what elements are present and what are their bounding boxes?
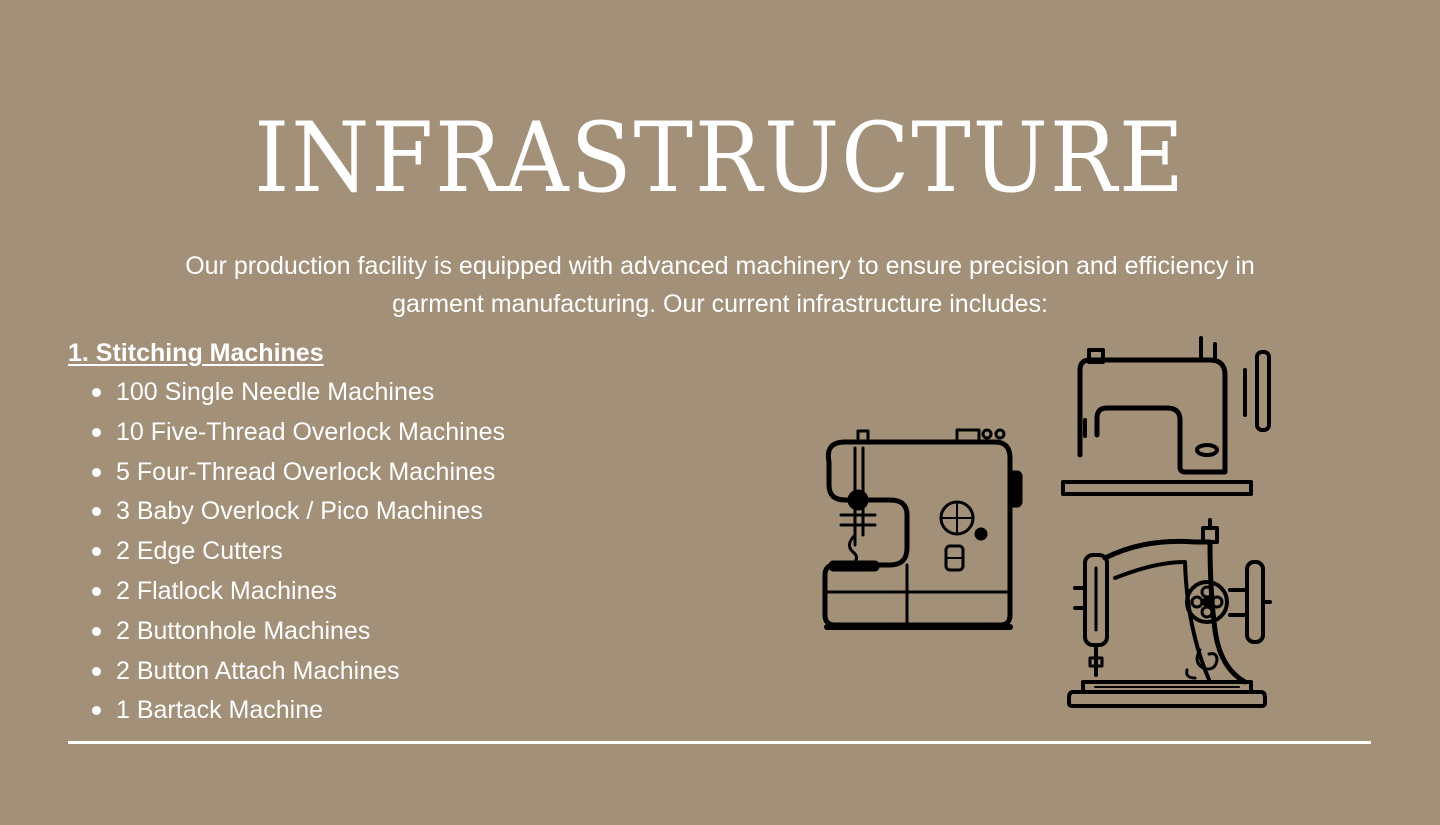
list-item-label: 2 Buttonhole Machines bbox=[116, 616, 371, 645]
list-item-label: 100 Single Needle Machines bbox=[116, 378, 435, 406]
modern-sewing-machine-icon bbox=[822, 428, 1023, 630]
list-item-label: 1 Bartack Machine bbox=[116, 696, 324, 725]
list-item-label: 10 Five-Thread Overlock Machines bbox=[116, 417, 506, 446]
stitching-machines-heading: 1. Stitching Machines bbox=[68, 339, 324, 367]
industrial-sewing-machine-icon bbox=[1061, 336, 1271, 496]
list-item-label: 5 Four-Thread Overlock Machines bbox=[116, 457, 496, 486]
bullet-icon bbox=[92, 586, 101, 596]
list-item: 2 Button Attach Machines bbox=[92, 652, 505, 692]
intro-text: Our production facility is equipped with… bbox=[185, 252, 1255, 318]
bullet-icon bbox=[92, 467, 101, 477]
list-item-label: 2 Flatlock Machines bbox=[116, 576, 337, 605]
bullet-icon bbox=[92, 547, 101, 557]
page-title: INFRASTRUCTURE bbox=[254, 102, 1186, 214]
sewing-machines-illustration bbox=[822, 336, 1272, 708]
bullet-icon bbox=[92, 706, 101, 716]
list-item: 1 Bartack Machine bbox=[92, 691, 505, 731]
list-item-label: 2 Button Attach Machines bbox=[116, 656, 400, 685]
list-item: 5 Four-Thread Overlock Machines bbox=[92, 453, 505, 493]
section-divider bbox=[68, 741, 1371, 744]
list-item: 2 Buttonhole Machines bbox=[92, 612, 505, 652]
bullet-icon bbox=[92, 507, 101, 517]
vintage-sewing-machine-icon bbox=[1067, 518, 1272, 708]
list-item-label: 3 Baby Overlock / Pico Machines bbox=[116, 497, 483, 526]
list-item-label: 2 Edge Cutters bbox=[116, 537, 283, 566]
list-item: 3 Baby Overlock / Pico Machines bbox=[92, 492, 505, 532]
list-item: 2 Flatlock Machines bbox=[92, 572, 505, 612]
bullet-icon bbox=[92, 666, 101, 676]
bullet-icon bbox=[92, 626, 101, 636]
list-item: 10 Five-Thread Overlock Machines bbox=[92, 413, 506, 453]
bullet-icon bbox=[92, 427, 101, 437]
bullet-icon bbox=[92, 388, 101, 397]
list-item: 100 Single Needle Machines bbox=[92, 373, 505, 413]
list-item: 2 Edge Cutters bbox=[92, 532, 505, 572]
stitching-machines-list: 100 Single Needle Machines 10 Five-Threa… bbox=[68, 373, 505, 731]
